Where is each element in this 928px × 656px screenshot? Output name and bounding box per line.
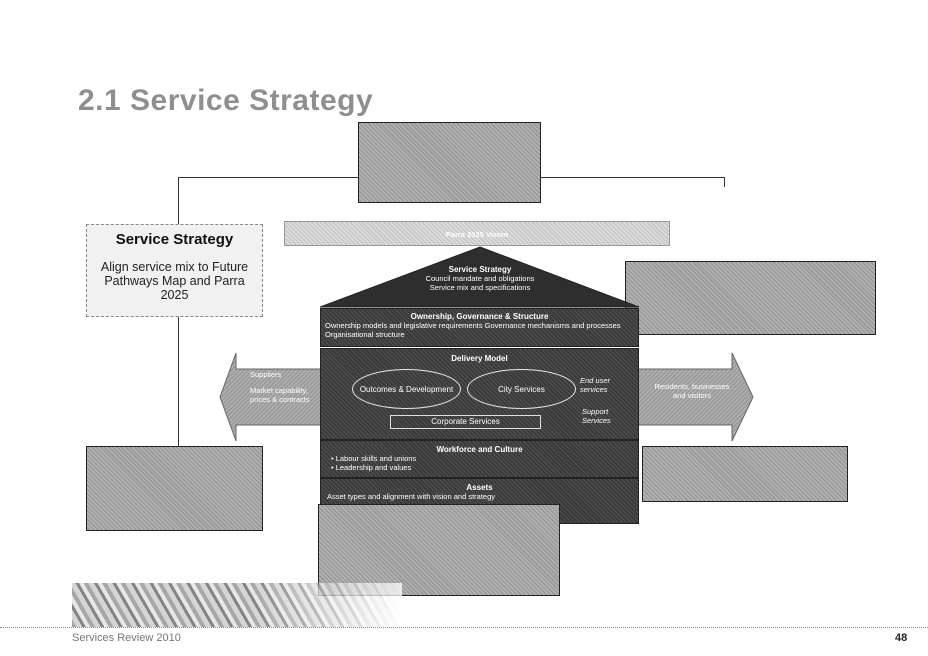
corporate-services-box: Corporate Services xyxy=(390,415,541,429)
oval-outcomes-development: Outcomes & Development xyxy=(352,369,461,409)
workforce-title: Workforce and Culture xyxy=(436,445,523,454)
roof-title: Service Strategy xyxy=(448,265,512,274)
oval-city-services: City Services xyxy=(467,369,576,409)
ownership-body: Ownership models and legislative require… xyxy=(325,321,621,339)
suppliers-arrow-text: Suppliers Market capability, prices & co… xyxy=(250,370,322,404)
suppliers-label: Suppliers xyxy=(250,370,282,379)
bottom-left-placeholder-box xyxy=(86,446,263,531)
decorative-photo-strip xyxy=(72,583,402,627)
top-placeholder-box xyxy=(358,122,541,203)
service-strategy-card-heading: Service Strategy xyxy=(115,231,234,248)
footer-label: Services Review 2010 xyxy=(72,632,181,644)
house-roof xyxy=(320,246,640,308)
service-strategy-card: Service Strategy Align service mix to Fu… xyxy=(86,224,263,317)
ownership-title: Ownership, Governance & Structure xyxy=(410,312,549,321)
connector-top-right xyxy=(541,177,725,178)
assets-title: Assets xyxy=(466,483,493,492)
roof-line-1: Council mandate and obligations xyxy=(425,274,535,283)
workforce-item: • Leadership and values xyxy=(331,463,412,472)
page-title: 2.1 Service Strategy xyxy=(78,84,374,117)
footer-rule xyxy=(0,627,928,628)
workforce-item: • Labour skills and unions xyxy=(331,454,417,463)
assets-body: Asset types and alignment with vision an… xyxy=(327,492,496,501)
roof-line-2: Service mix and specifications xyxy=(429,283,531,292)
residents-label: Residents, businesses and visitors xyxy=(654,382,730,400)
right-upper-placeholder-box xyxy=(625,261,876,335)
support-services-label: Support Services xyxy=(582,407,611,425)
vision-bar-label: Parra 2025 Vision xyxy=(445,230,509,239)
connector-top-left xyxy=(178,177,358,178)
service-strategy-card-body: Align service mix to Future Pathways Map… xyxy=(100,260,249,302)
delivery-title: Delivery Model xyxy=(451,354,508,363)
connector-right-drop xyxy=(724,177,725,187)
suppliers-detail: Market capability, prices & contracts xyxy=(250,386,310,404)
page-number: 48 xyxy=(895,632,908,644)
roof-text: Service Strategy Council mandate and obl… xyxy=(380,265,580,292)
ownership-band: Ownership, Governance & Structure Owners… xyxy=(320,308,639,347)
bottom-center-placeholder-box xyxy=(318,504,560,596)
vision-bar: Parra 2025 Vision xyxy=(284,221,670,246)
workforce-band: Workforce and Culture • Labour skills an… xyxy=(320,440,639,478)
bottom-right-placeholder-box xyxy=(642,446,848,502)
workforce-item-text: Labour skills and unions xyxy=(335,454,417,463)
end-user-services-label: End user services xyxy=(580,376,611,394)
workforce-item-text: Leadership and values xyxy=(335,463,412,472)
